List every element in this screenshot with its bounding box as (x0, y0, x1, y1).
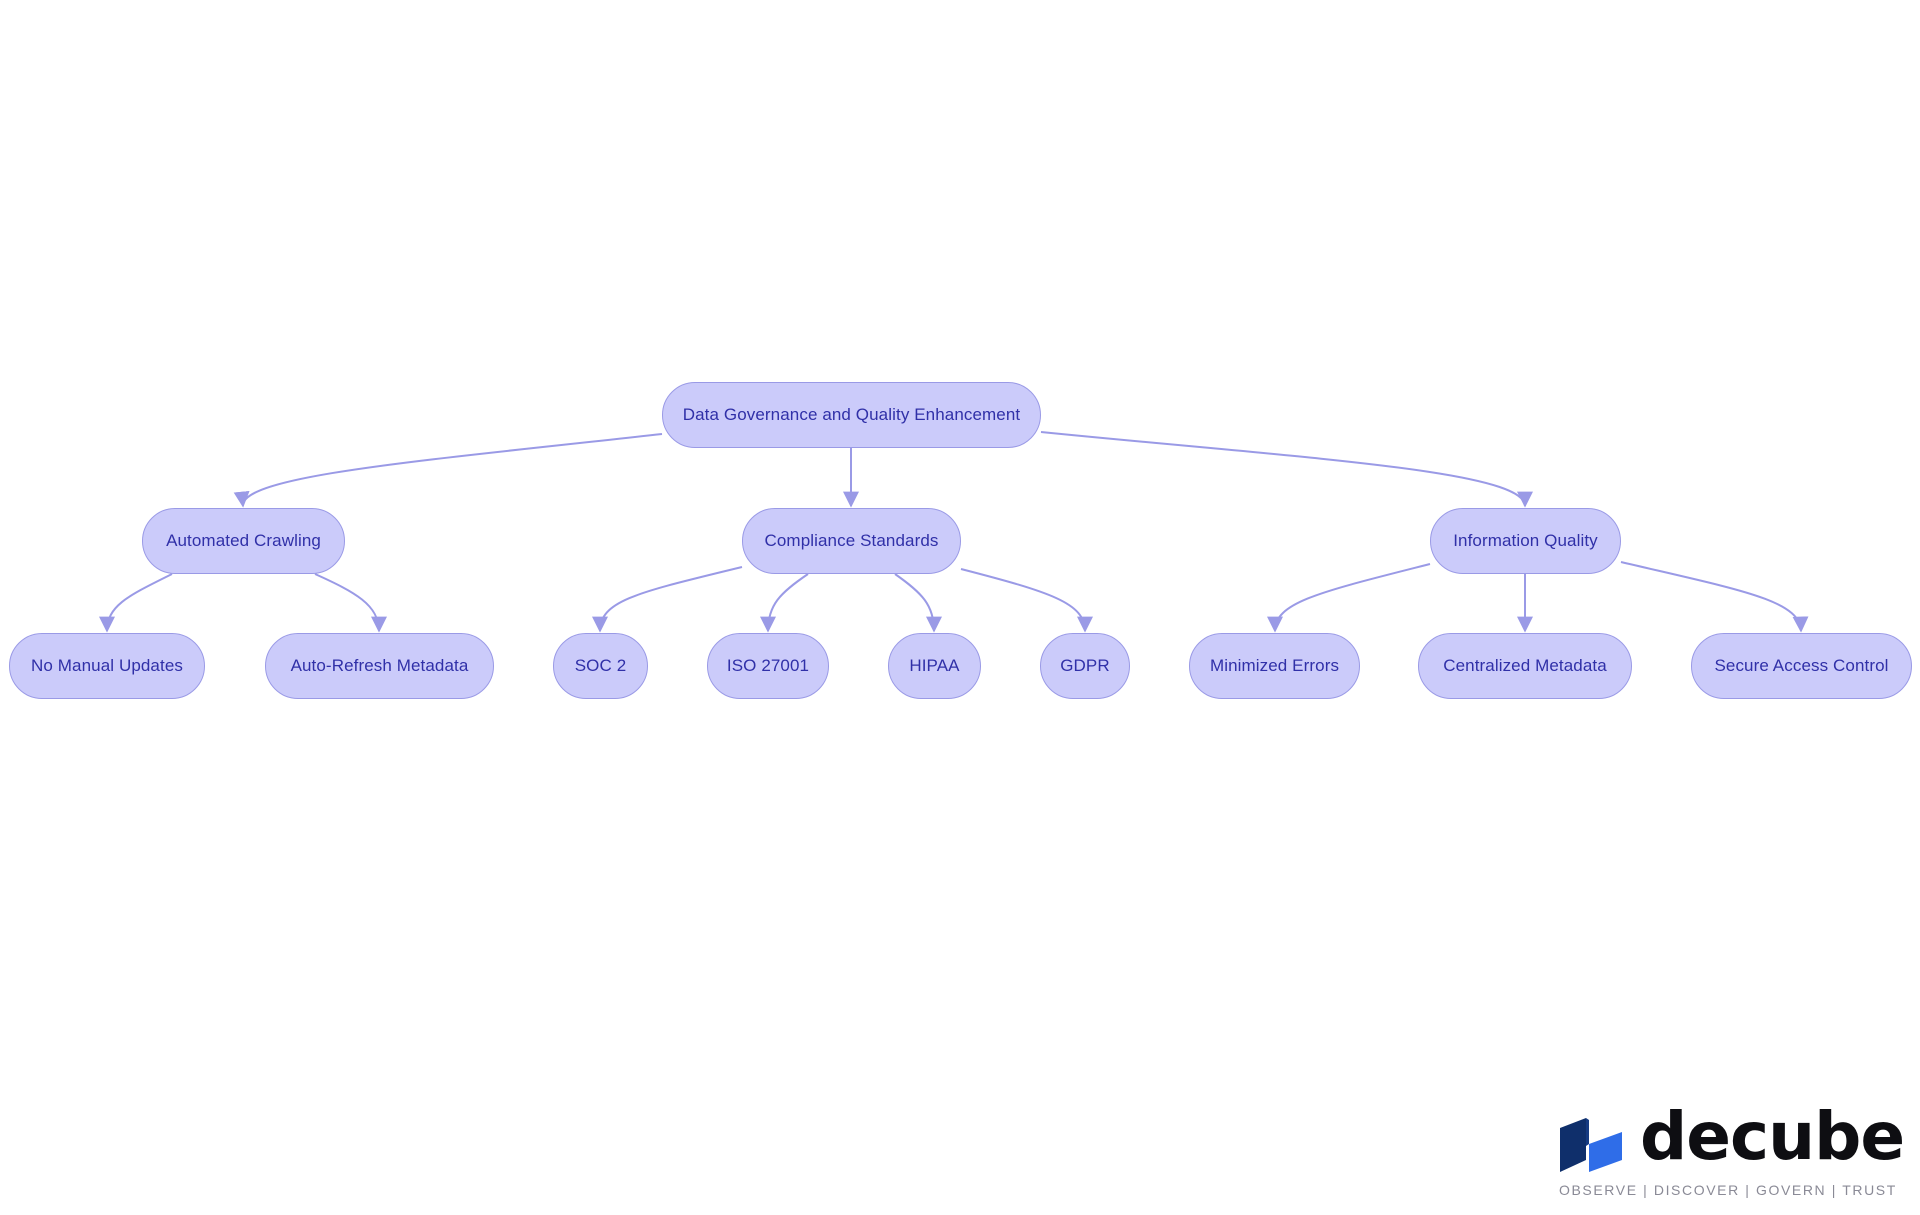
edge-compliance-to-soc2 (592, 566, 743, 633)
leaf-node-auto-refresh-metadata: Auto-Refresh Metadata (265, 633, 494, 699)
edge-automated-crawling-to-no-manual-updates (99, 573, 173, 633)
edge-information-quality-to-secure-access-control (1620, 561, 1809, 633)
category-node-compliance-standards: Compliance Standards (742, 508, 961, 574)
leaf-node-minimized-errors: Minimized Errors (1189, 633, 1360, 699)
leaf-node-secure-access-control: Secure Access Control (1691, 633, 1912, 699)
leaf-node-centralized-metadata: Centralized Metadata (1418, 633, 1632, 699)
edge-compliance-to-gdpr (960, 568, 1093, 633)
edge-root-to-automated-crawling (233, 433, 663, 508)
logo-wordmark: decube (1640, 1098, 1905, 1175)
leaf-node-soc2: SOC 2 (553, 633, 648, 699)
leaf-node-iso27001: ISO 27001 (707, 633, 829, 699)
root-node: Data Governance and Quality Enhancement (662, 382, 1041, 448)
edge-automated-crawling-to-auto-refresh-metadata (314, 573, 387, 633)
category-node-information-quality: Information Quality (1430, 508, 1621, 574)
leaf-node-gdpr: GDPR (1040, 633, 1130, 699)
edge-compliance-to-hipaa (894, 573, 942, 633)
decube-cube-icon (1560, 1118, 1622, 1172)
leaf-node-hipaa: HIPAA (888, 633, 981, 699)
edge-compliance-to-iso27001 (760, 573, 809, 633)
leaf-node-no-manual-updates: No Manual Updates (9, 633, 205, 699)
decube-logo: decube OBSERVE | DISCOVER | GOVERN | TRU… (1558, 1098, 1905, 1202)
logo-tagline: OBSERVE | DISCOVER | GOVERN | TRUST (1559, 1182, 1897, 1198)
edge-information-quality-to-minimized-errors (1267, 563, 1431, 633)
edge-root-to-information-quality (1040, 431, 1533, 508)
category-node-automated-crawling: Automated Crawling (142, 508, 345, 574)
